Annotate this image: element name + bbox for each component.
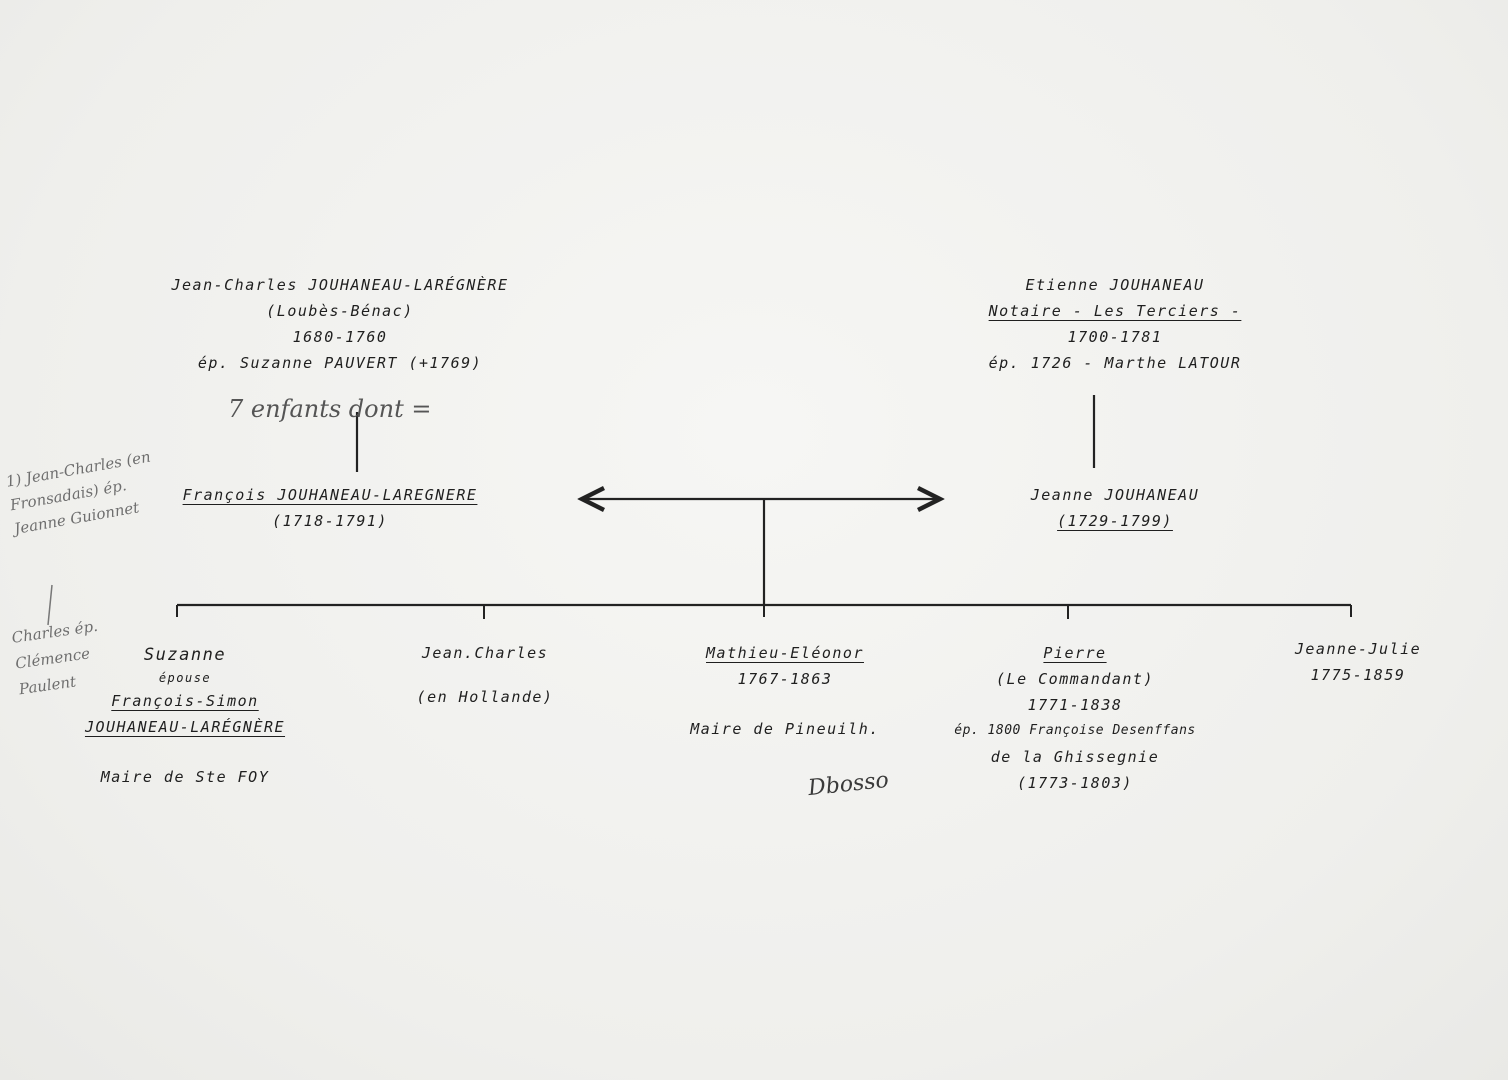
child-name: Jeanne-Julie bbox=[1294, 640, 1422, 658]
right-parent-name: Etienne JOUHANEAU bbox=[1025, 276, 1205, 294]
couple-right-block: Jeanne JOUHANEAU (1729-1799) bbox=[985, 482, 1245, 534]
child-mathieu-eleonor: Mathieu-Eléonor 1767-1863 Maire de Pineu… bbox=[660, 640, 910, 742]
couple-left-dates: (1718-1791) bbox=[272, 512, 388, 530]
margin-note-connector bbox=[47, 584, 53, 626]
child-jeanne-julie: Jeanne-Julie 1775-1859 bbox=[1268, 636, 1448, 688]
child-line: 1767-1863 bbox=[737, 670, 833, 688]
couple-left-name: François JOUHANEAU-LAREGNERE bbox=[182, 486, 478, 504]
right-parents-block: Etienne JOUHANEAU Notaire - Les Terciers… bbox=[925, 272, 1305, 376]
child-suzanne: Suzanne épouse François-Simon JOUHANEAU-… bbox=[55, 642, 315, 790]
left-parent-place: (Loubès-Bénac) bbox=[266, 302, 414, 320]
child-line: Maire de Ste FOY bbox=[100, 768, 270, 786]
child-line: de la Ghissegnie bbox=[990, 748, 1160, 766]
child-jean-charles: Jean.Charles (en Hollande) bbox=[370, 640, 600, 710]
child-name: Jean.Charles bbox=[421, 644, 549, 662]
child-line: épouse bbox=[158, 671, 212, 685]
right-parent-spouse: ép. 1726 - Marthe LATOUR bbox=[988, 354, 1242, 372]
left-parents-block: Jean-Charles JOUHANEAU-LARÉGNÈRE (Loubès… bbox=[130, 272, 550, 376]
left-parent-name: Jean-Charles JOUHANEAU-LARÉGNÈRE bbox=[171, 276, 509, 294]
child-line: (en Hollande) bbox=[416, 688, 554, 706]
child-pierre: Pierre (Le Commandant) 1771-1838 ép. 180… bbox=[930, 640, 1220, 796]
child-name: Mathieu-Eléonor bbox=[706, 644, 864, 662]
left-parent-spouse: ép. Suzanne PAUVERT (+1769) bbox=[197, 354, 483, 372]
child-line: Maire de Pineuilh. bbox=[690, 720, 880, 738]
children-count-note: 7 enfants dont = bbox=[228, 395, 432, 423]
right-parent-occupation: Notaire - Les Terciers - bbox=[988, 302, 1242, 320]
child-name: Suzanne bbox=[143, 645, 227, 665]
child-line: (Le Commandant) bbox=[996, 670, 1154, 688]
child-line: (1773-1803) bbox=[1017, 774, 1133, 792]
child-line: 1771-1838 bbox=[1027, 696, 1123, 714]
couple-right-dates: (1729-1799) bbox=[1057, 512, 1173, 530]
child-line: ép. 1800 Françoise Desenffans bbox=[954, 723, 1196, 738]
couple-left-block: François JOUHANEAU-LAREGNERE (1718-1791) bbox=[140, 482, 520, 534]
child-line: François-Simon bbox=[111, 692, 259, 710]
left-parent-dates: 1680-1760 bbox=[292, 328, 388, 346]
margin-note-2: Charles ép. Clémence Paulent bbox=[10, 616, 99, 699]
right-parent-dates: 1700-1781 bbox=[1067, 328, 1163, 346]
couple-right-name: Jeanne JOUHANEAU bbox=[1030, 486, 1200, 504]
child-name: Pierre bbox=[1043, 644, 1107, 662]
child-line: JOUHANEAU-LARÉGNÈRE bbox=[84, 718, 286, 736]
child-line: 1775-1859 bbox=[1310, 666, 1406, 684]
